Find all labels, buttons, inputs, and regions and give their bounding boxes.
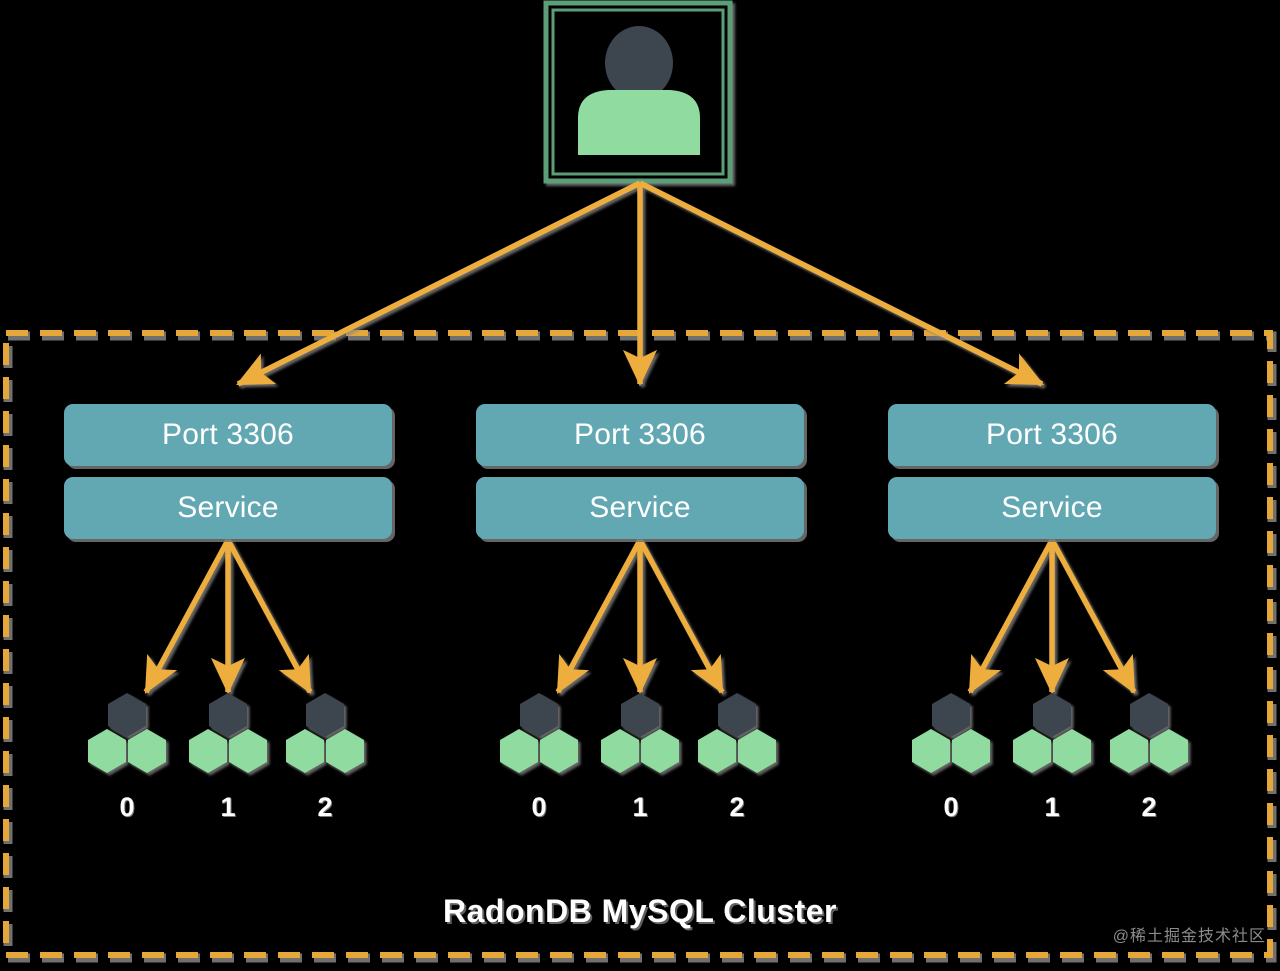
kubernetes-pod-icon <box>189 693 267 773</box>
node-1-service-stack: Port 3306 Service <box>476 404 804 539</box>
node-1-divider <box>476 466 804 477</box>
node-2-service-label: Service <box>1001 491 1103 524</box>
node-1-port-label: Port 3306 <box>574 418 706 451</box>
arrow-node-0-pod-2 <box>225 538 313 694</box>
cluster-title: RadonDB MySQL Cluster <box>443 893 837 929</box>
hex-green-left <box>286 729 324 773</box>
avatar-head-icon <box>605 26 673 100</box>
kubernetes-pod-icon <box>912 693 990 773</box>
pod-label-node-2-pod-1: 1 <box>1044 792 1060 822</box>
hex-green-right <box>738 729 776 773</box>
watermark-text: @稀土掘金技术社区 <box>1112 928 1266 945</box>
hex-green-left <box>1013 729 1051 773</box>
hex-green-left <box>698 729 736 773</box>
arrow-node-1-pod-0 <box>555 538 643 694</box>
pod-label-node-0-pod-1: 1 <box>220 792 236 822</box>
kubernetes-pod-icon <box>1013 693 1091 773</box>
node-0-port-label: Port 3306 <box>162 418 294 451</box>
arrow-client-to-node-2 <box>638 180 1044 387</box>
node-0-divider <box>64 466 392 477</box>
hex-green-right <box>540 729 578 773</box>
hex-green-right <box>641 729 679 773</box>
hex-dark <box>1033 693 1071 737</box>
hex-green-left <box>601 729 639 773</box>
hex-dark <box>1130 693 1168 737</box>
kubernetes-pod-icon <box>88 693 166 773</box>
hex-green-left <box>189 729 227 773</box>
node-2-port-box[interactable]: Port 3306 <box>888 404 1216 466</box>
node-2-port-label: Port 3306 <box>986 418 1118 451</box>
hex-green-left <box>88 729 126 773</box>
pod-label-node-1-pod-2: 2 <box>729 792 745 822</box>
kubernetes-pod-icon <box>698 693 776 773</box>
node-1-service-to-pod-arrows <box>555 538 725 695</box>
pod-label-node-2-pod-2: 2 <box>1141 792 1157 822</box>
node-2-service-to-pod-arrows <box>967 538 1137 695</box>
arrow-node-0-pod-0 <box>143 538 231 694</box>
node-1-port-box[interactable]: Port 3306 <box>476 404 804 466</box>
arrow-node-2-pod-2 <box>1049 538 1137 694</box>
node-2-service-stack: Port 3306 Service <box>888 404 1216 539</box>
kubernetes-pod-icon <box>500 693 578 773</box>
node-0-service-label: Service <box>177 491 279 524</box>
hex-green-left <box>1110 729 1148 773</box>
kubernetes-pod-icon <box>1110 693 1188 773</box>
pod-label-node-1-pod-0: 0 <box>531 792 547 822</box>
hex-green-right <box>1150 729 1188 773</box>
kubernetes-pod-icon <box>601 693 679 773</box>
pod-icons <box>88 693 1188 773</box>
node-0-service-box[interactable]: Service <box>64 477 392 539</box>
pod-label-node-0-pod-2: 2 <box>317 792 333 822</box>
pod-label-node-0-pod-0: 0 <box>119 792 135 822</box>
node-2-divider <box>888 466 1216 477</box>
pod-label-node-1-pod-1: 1 <box>632 792 648 822</box>
arrow-node-2-pod-0 <box>967 538 1055 694</box>
kubernetes-pod-icon <box>286 693 364 773</box>
hex-green-right <box>229 729 267 773</box>
node-1-service-box[interactable]: Service <box>476 477 804 539</box>
hex-dark <box>108 693 146 737</box>
arrow-node-1-pod-2 <box>637 538 725 694</box>
user-avatar-icon <box>543 0 733 184</box>
hex-green-right <box>952 729 990 773</box>
avatar-body-icon <box>578 90 700 155</box>
hex-dark <box>932 693 970 737</box>
node-0-service-to-pod-arrows <box>143 538 313 695</box>
hex-dark <box>718 693 756 737</box>
hex-dark <box>209 693 247 737</box>
pod-label-node-2-pod-0: 0 <box>943 792 959 822</box>
hex-green-right <box>1053 729 1091 773</box>
hex-dark <box>306 693 344 737</box>
node-1-service-label: Service <box>589 491 691 524</box>
node-0-port-box[interactable]: Port 3306 <box>64 404 392 466</box>
client-to-service-arrows <box>236 180 1044 387</box>
hex-green-left <box>500 729 538 773</box>
arrow-client-to-node-0 <box>236 180 642 387</box>
hex-green-right <box>128 729 166 773</box>
hex-dark <box>520 693 558 737</box>
hex-green-right <box>326 729 364 773</box>
hex-green-left <box>912 729 950 773</box>
node-0-service-stack: Port 3306 Service <box>64 404 392 539</box>
node-2-service-box[interactable]: Service <box>888 477 1216 539</box>
hex-dark <box>621 693 659 737</box>
